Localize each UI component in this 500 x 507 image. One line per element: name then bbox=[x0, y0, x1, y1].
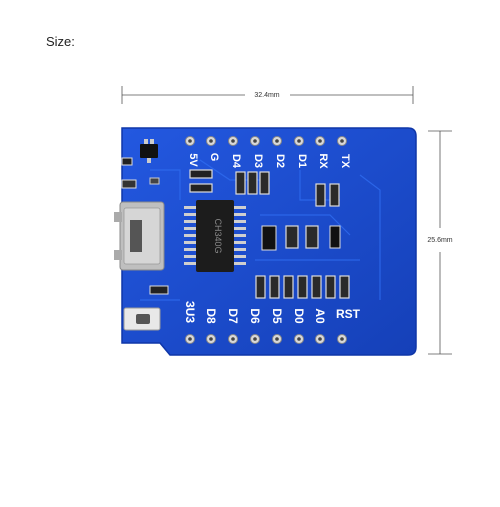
smd-components-top-left bbox=[121, 157, 213, 193]
resistor-array-bottom bbox=[255, 275, 350, 299]
pin-label-d6: D6 bbox=[248, 308, 262, 324]
pin-label-d5: D5 bbox=[270, 308, 284, 324]
pin-label-g: G bbox=[208, 153, 220, 162]
height-dimension: 25.6mm bbox=[427, 130, 453, 355]
pin-label-rx: RX bbox=[317, 153, 329, 169]
voltage-regulator bbox=[140, 139, 158, 163]
usb-serial-chip: CH340G bbox=[184, 200, 246, 272]
size-label: Size: bbox=[46, 34, 75, 49]
chip-marking: CH340G bbox=[213, 218, 223, 253]
pin-label-d2: D2 bbox=[274, 154, 286, 168]
reset-button bbox=[123, 307, 161, 331]
pin-label-5v: 5V bbox=[187, 153, 199, 167]
pcb-traces bbox=[140, 159, 381, 301]
pin-label-d4: D4 bbox=[230, 154, 242, 169]
pin-label-rst: RST bbox=[336, 307, 361, 321]
height-dimension-label: 25.6mm bbox=[427, 237, 452, 244]
top-pin-labels: 5V G D4 D3 D2 D1 RX TX bbox=[187, 153, 351, 170]
pin-label-d8: D8 bbox=[204, 308, 218, 324]
bottom-pin-header bbox=[185, 334, 347, 344]
top-pin-header bbox=[185, 136, 347, 146]
micro-usb-port bbox=[114, 201, 165, 271]
pin-label-d3: D3 bbox=[252, 154, 264, 168]
pin-label-tx: TX bbox=[339, 154, 351, 169]
pin-label-d1: D1 bbox=[296, 154, 308, 168]
pin-label-a0: A0 bbox=[313, 308, 327, 324]
width-dimension-label: 32.4mm bbox=[254, 92, 279, 99]
crystal-and-caps bbox=[261, 225, 341, 251]
pin-label-d0: D0 bbox=[292, 308, 306, 324]
pin-label-3v3: 3U3 bbox=[183, 301, 197, 323]
resistor-array-top bbox=[235, 171, 340, 207]
width-dimension: 32.4mm bbox=[121, 86, 414, 104]
bottom-pin-labels: 3U3 D8 D7 D6 D5 D0 A0 RST bbox=[183, 301, 361, 324]
smd-components-bottom-left bbox=[149, 285, 169, 295]
pin-label-d7: D7 bbox=[226, 308, 240, 324]
